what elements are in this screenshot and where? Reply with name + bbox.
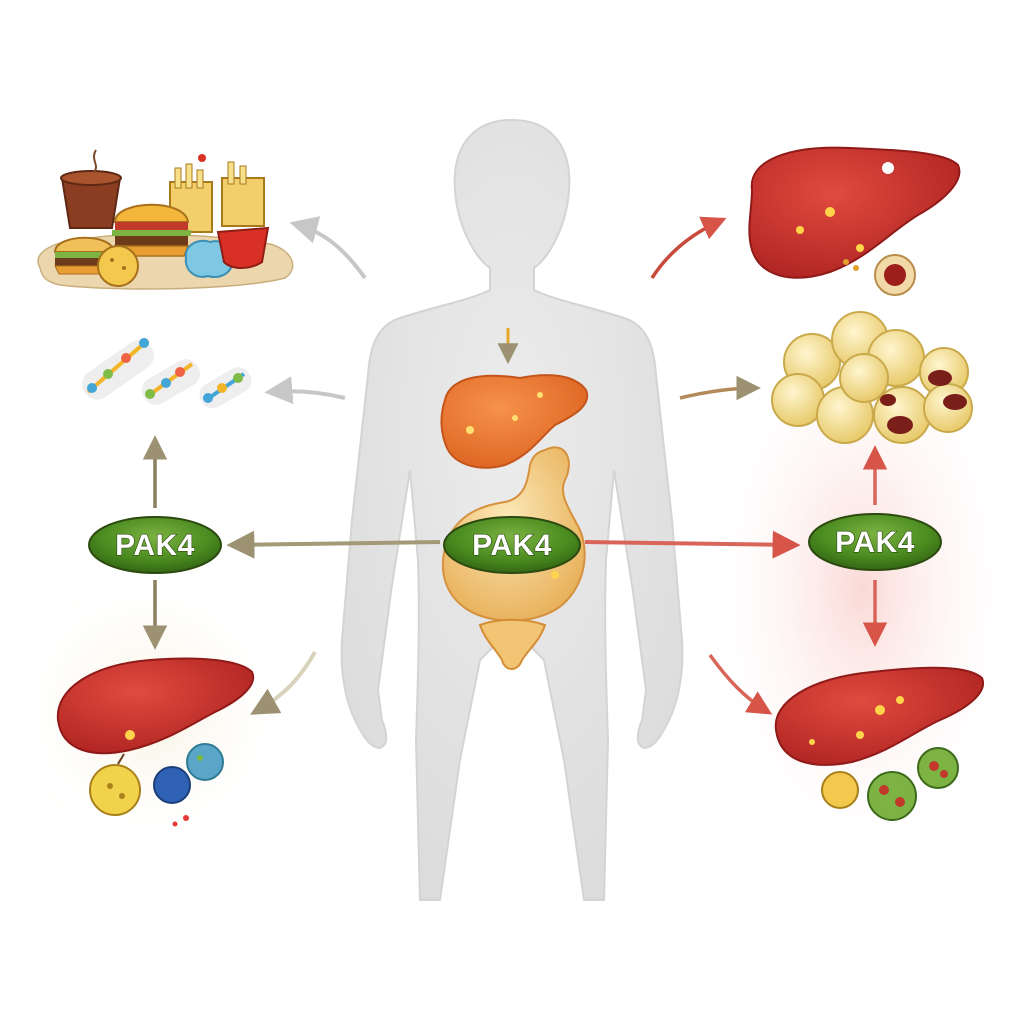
fat-cell-cluster-icon (771, 311, 973, 444)
arrow-body-to-fat-cells (679, 375, 761, 401)
healthy-liver-icon (56, 657, 255, 827)
arrow-center-to-right-pak4 (584, 530, 801, 559)
arrow-body-to-molecules (264, 376, 346, 405)
center-liver-icon (440, 328, 589, 469)
pak4-label-center: PAK4 (472, 529, 552, 562)
pak4-label-right: PAK4 (835, 526, 915, 559)
junk-food-pile-icon (37, 149, 294, 290)
fatty-liver-icon (748, 146, 961, 296)
pak4-node-center: PAK4 (443, 516, 581, 574)
arrow-body-to-inflamed-liver (708, 653, 773, 715)
pak4-label-left: PAK4 (115, 529, 195, 562)
pak4-node-right: PAK4 (808, 513, 942, 571)
inflamed-liver-icon (774, 666, 985, 821)
arrow-center-to-left-pak4 (226, 530, 441, 559)
arrow-body-to-fatty-liver (650, 216, 727, 279)
arrows (142, 216, 888, 715)
molecule-chain-icon (82, 338, 252, 409)
arrow-body-to-healthy-liver (250, 651, 317, 715)
pak4-node-left: PAK4 (88, 516, 222, 574)
arrow-body-to-junk-food (289, 216, 367, 280)
